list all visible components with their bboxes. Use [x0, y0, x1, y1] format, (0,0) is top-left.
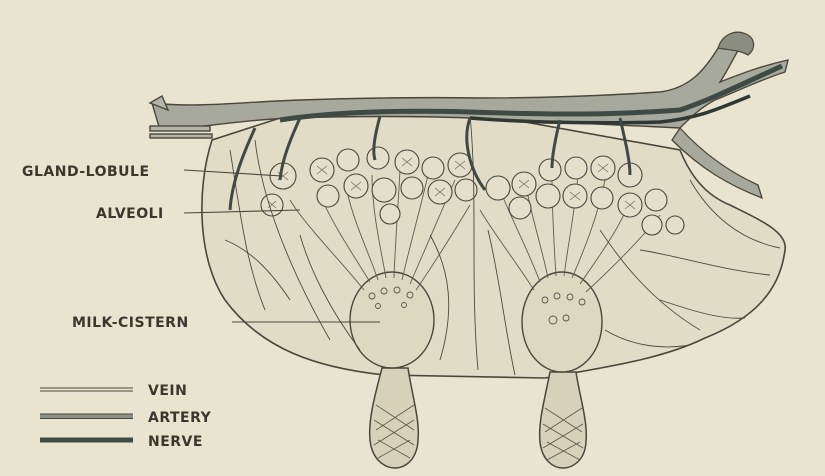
right-milk-cistern [522, 272, 602, 372]
gland-lobule-label: GLAND-LOBULE [22, 164, 150, 180]
milk-cistern-label: MILK-CISTERN [72, 315, 189, 331]
legend-artery-label: ARTERY [148, 410, 212, 426]
legend-nerve-label: NERVE [148, 434, 203, 450]
legend-vein: VEIN [40, 383, 187, 399]
alveoli-label: ALVEOLI [96, 206, 164, 222]
legend-nerve: NERVE [40, 434, 203, 450]
legend: VEIN ARTERY NERVE [40, 383, 212, 450]
legend-artery: ARTERY [40, 410, 212, 426]
left-milk-cistern [350, 272, 434, 368]
legend-vein-label: VEIN [148, 383, 187, 399]
